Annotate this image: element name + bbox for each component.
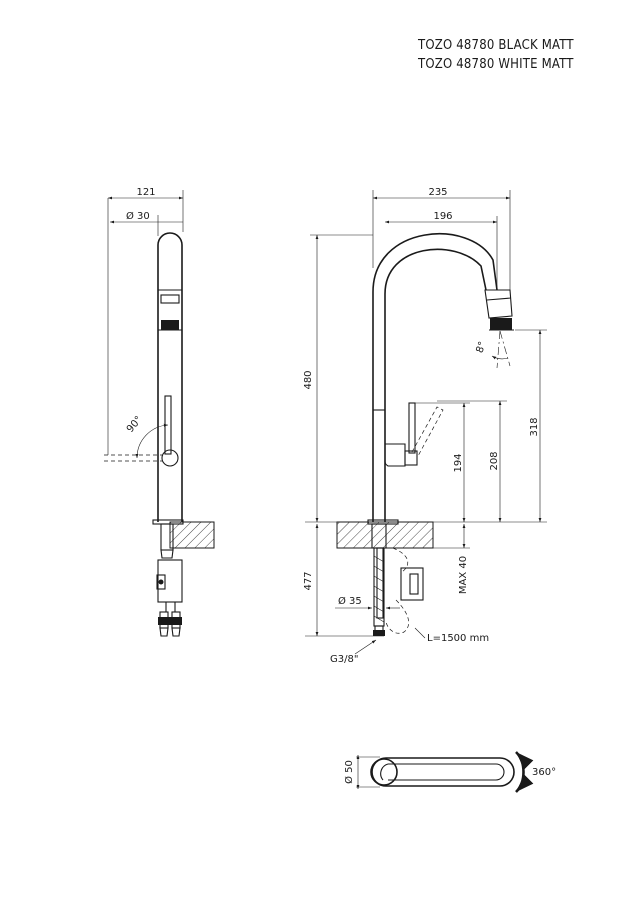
top-view: Ø 50 360° — [343, 751, 556, 793]
side-diameter-label: Ø 30 — [126, 210, 150, 222]
top-rotation-label: 360° — [532, 767, 556, 778]
front-deck — [336, 521, 434, 549]
side-angle-label: 90° — [125, 414, 145, 435]
front-spout-body — [372, 233, 498, 522]
side-spray-outlet — [161, 320, 179, 330]
front-spout-height-label: 318 — [529, 417, 540, 436]
front-lever-body — [384, 443, 406, 467]
front-width-label: 235 — [428, 187, 447, 198]
product-title-black: TOZO 48780 BLACK MATT — [418, 38, 574, 53]
front-below-deck-label: 477 — [303, 571, 314, 590]
front-spray-angle-label: 8° — [474, 340, 488, 354]
side-view: 121 Ø 30 90° — [104, 187, 215, 637]
front-hole-diameter-label: Ø 35 — [338, 595, 362, 607]
front-reach-label: 196 — [433, 211, 452, 222]
front-spray-head — [484, 289, 513, 319]
front-hose-weight — [400, 567, 424, 601]
front-body-height-label: 194 — [453, 453, 464, 472]
side-clamp — [157, 559, 183, 603]
top-diameter-label: Ø 50 — [343, 760, 355, 784]
front-lever-height-label: 208 — [489, 451, 500, 470]
front-thread-label: G3/8" — [330, 654, 358, 665]
side-width-label: 121 — [136, 187, 155, 198]
front-view: 235 196 8° 480 318 208 — [303, 187, 547, 665]
front-lever — [408, 402, 416, 454]
front-max-deck-label: MAX 40 — [458, 556, 469, 594]
front-hose-length-label: L=1500 mm — [427, 633, 489, 644]
product-title-white: TOZO 48780 WHITE MATT — [418, 57, 574, 72]
side-spout-body — [157, 232, 183, 522]
rotation-arrow-icon — [515, 751, 534, 793]
front-height-label: 480 — [303, 370, 314, 389]
